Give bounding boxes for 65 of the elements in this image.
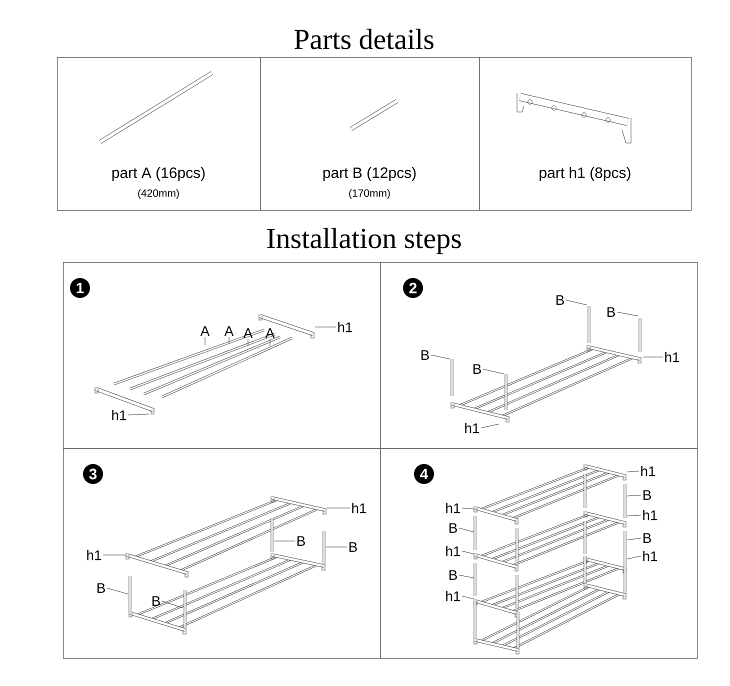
leader-line: [458, 528, 474, 532]
part-cell: part h1 (8pcs): [479, 57, 692, 211]
part-label: h1: [446, 590, 460, 602]
leader-line: [462, 508, 474, 510]
part-label: B: [607, 307, 615, 317]
leader-line: [462, 596, 474, 600]
leader-line: [626, 514, 642, 516]
step-number: 4: [414, 464, 434, 484]
part-label: h1: [465, 422, 480, 434]
part-label: h1: [112, 410, 126, 420]
part-label: B: [421, 350, 429, 360]
part-label: h1: [87, 550, 102, 560]
part-label: B: [473, 364, 481, 374]
leader-line: [314, 326, 336, 328]
step-number: 2: [403, 278, 423, 298]
part-cell: part B (12pcs) (170mm): [260, 57, 480, 211]
part-label: h1: [643, 510, 658, 520]
part-label: A: [224, 326, 234, 336]
part-label: h1: [338, 322, 352, 332]
leader-line: [162, 600, 184, 608]
part-label: B: [297, 536, 305, 546]
shelf-drawing: [126, 496, 326, 634]
leader-line: [274, 540, 296, 542]
part-label: h1: [643, 550, 658, 562]
part-label: B: [643, 533, 651, 543]
leader-line: [642, 356, 664, 358]
shelf-drawing: [450, 306, 642, 422]
part-label: B: [556, 295, 564, 305]
leader-line: [480, 424, 500, 428]
leader-line: [566, 300, 588, 306]
leader-line: [106, 588, 128, 594]
part-cell: part A (16pcs) (420mm): [57, 57, 261, 211]
part-label: B: [349, 542, 357, 552]
leader-line: [626, 494, 642, 496]
part-label: B: [449, 570, 457, 580]
step-number: 1: [70, 278, 90, 298]
part-label: h1: [641, 466, 656, 476]
part-label: B: [152, 596, 160, 606]
leader-line: [102, 554, 126, 556]
part-label: h1: [352, 502, 366, 514]
part-label: B: [643, 490, 651, 500]
leader-line: [228, 336, 230, 344]
part-label: h1: [446, 502, 460, 514]
leader-line: [626, 470, 640, 472]
leader-line: [458, 574, 474, 578]
leader-line: [326, 546, 348, 548]
leader-line: [616, 312, 638, 316]
leader-line: [430, 354, 450, 360]
leader-line: [626, 538, 642, 540]
part-label: B: [97, 583, 105, 593]
section-heading: Installation steps: [267, 228, 461, 254]
part-label: A: [200, 326, 210, 336]
step-number: 3: [83, 464, 103, 484]
title: Parts details: [294, 28, 434, 50]
part-label: h1: [446, 546, 460, 556]
part-label: h1: [665, 352, 680, 362]
leader-line: [626, 556, 642, 560]
leader-line: [482, 368, 504, 374]
part-label: A: [243, 328, 253, 338]
part-label: B: [449, 523, 457, 533]
shelf-drawing: [474, 464, 626, 654]
leader-line: [462, 550, 474, 554]
leader-line: [204, 336, 206, 346]
part-label: A: [265, 328, 275, 338]
leader-line: [128, 414, 150, 416]
